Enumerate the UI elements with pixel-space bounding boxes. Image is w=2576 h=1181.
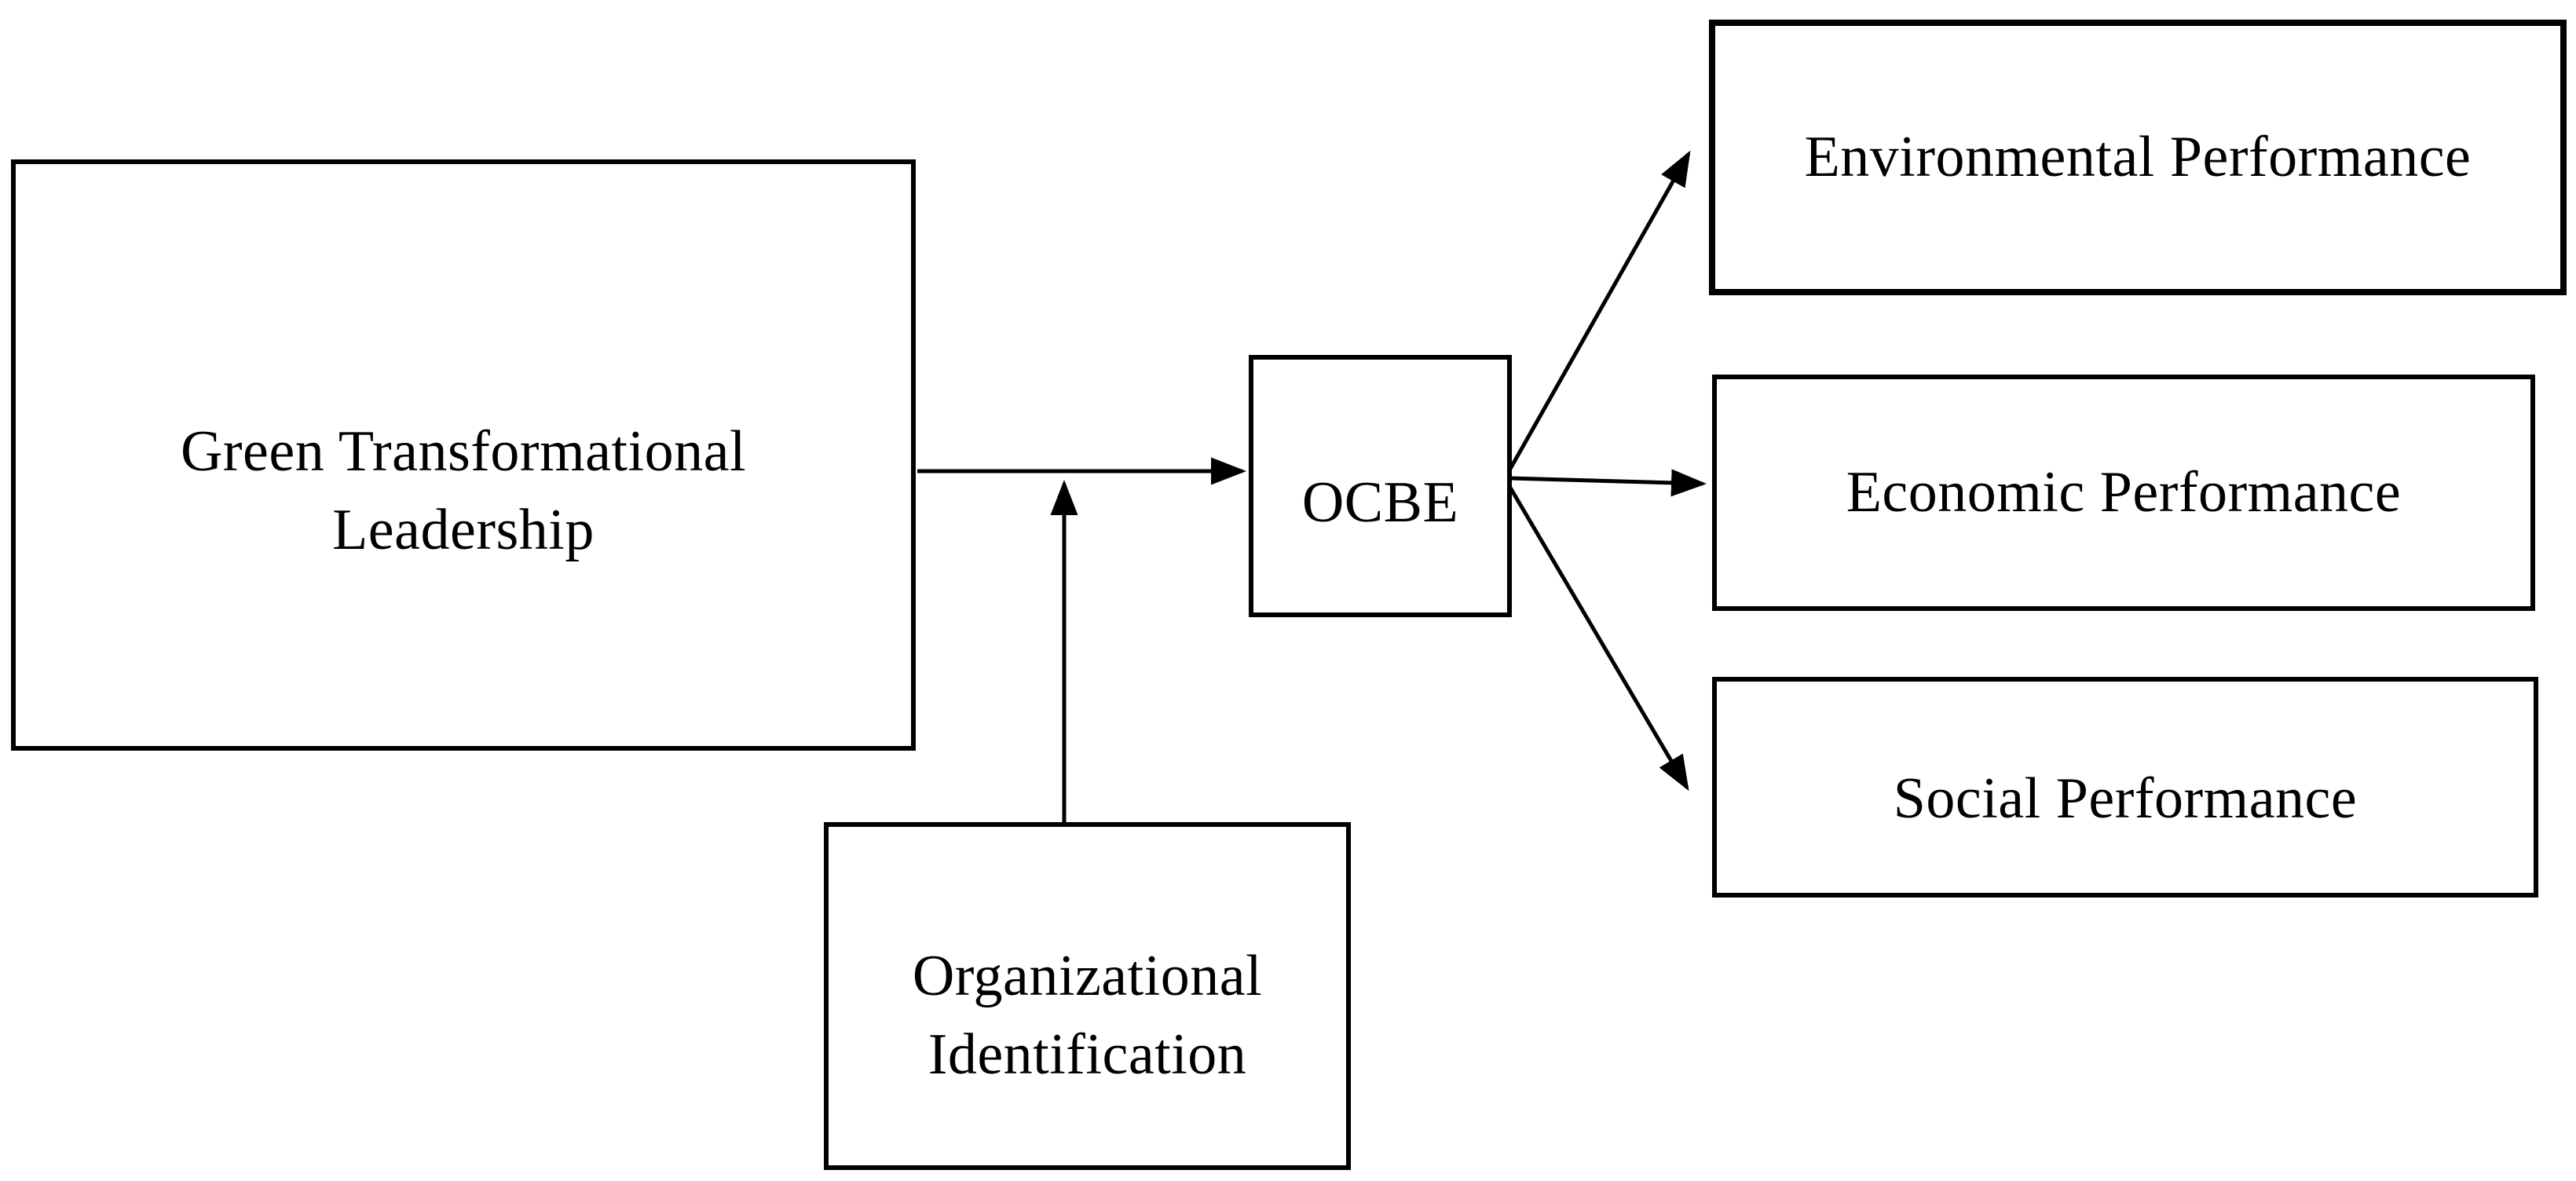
node-ocbe: OCBE	[1249, 355, 1512, 617]
node-label-line: Green Transformational	[180, 419, 747, 484]
arrow-ocbe-to-social	[1508, 486, 1689, 792]
node-organizational-identification: Organizational Identification	[824, 822, 1351, 1170]
arrow-ocbe-to-environmental	[1508, 150, 1691, 470]
node-environmental-performance: Environmental Performance	[1709, 20, 2567, 295]
node-label-line: Social Performance	[1893, 766, 2358, 831]
node-label-line: Organizational	[912, 943, 1263, 1008]
node-label-line: Economic Performance	[1846, 459, 2402, 525]
arrow-ocbe-to-economic	[1509, 469, 1707, 497]
node-social-performance: Social Performance	[1712, 677, 2538, 898]
node-economic-performance: Economic Performance	[1712, 375, 2535, 611]
node-label-line: Environmental Performance	[1804, 124, 2472, 189]
node-label-line: Leadership	[332, 497, 595, 562]
node-label-line: OCBE	[1301, 470, 1459, 536]
node-label-line: Identification	[928, 1022, 1247, 1087]
node-green-transformational-leadership: Green Transformational Leadership	[11, 159, 916, 751]
